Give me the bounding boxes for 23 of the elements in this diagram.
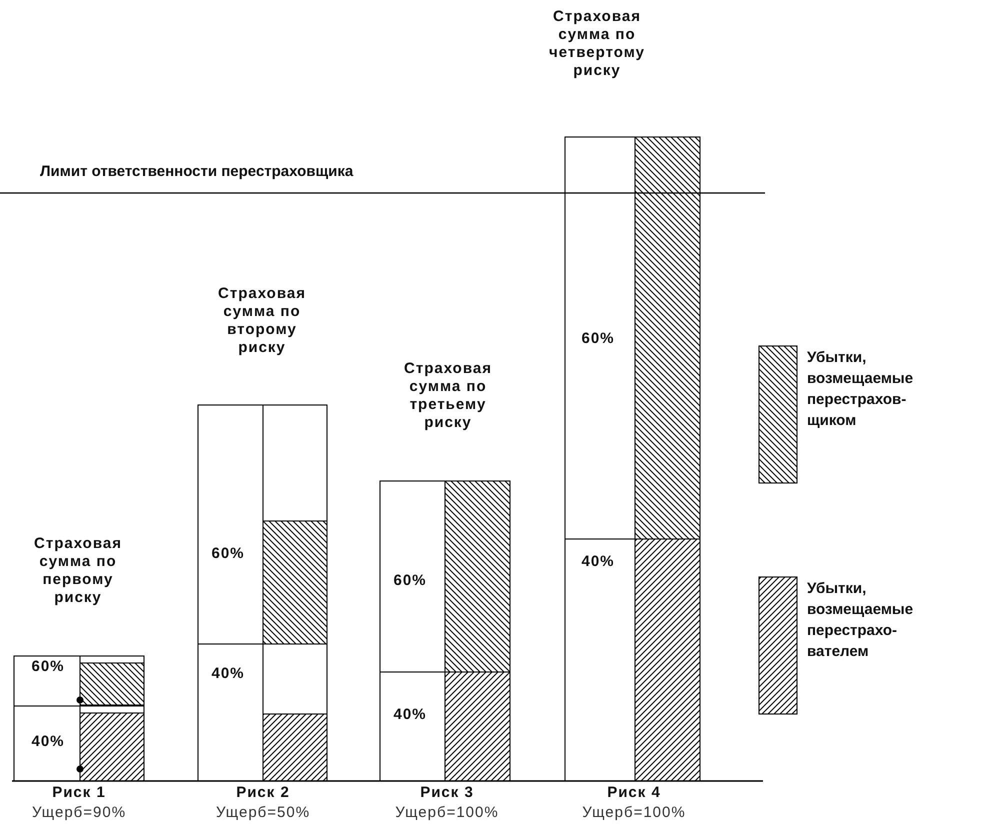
damage-label: Ущерб=90% xyxy=(30,804,128,822)
legend-label: Убытки, возмещаемые перестрахо- вателем xyxy=(807,579,914,662)
risk-label: Риск 2 xyxy=(235,784,291,802)
damage-label: Ущерб=100% xyxy=(394,804,500,822)
bar-caption: Страховая сумма по первому риску xyxy=(33,535,123,607)
damage-label: Ущерб=100% xyxy=(581,804,687,822)
bar-caption: Страховая сумма по третьему риску xyxy=(403,360,493,432)
limit-label: Лимит ответственности перестраховщика xyxy=(40,163,354,181)
risk-label: Риск 3 xyxy=(419,784,475,802)
bar-caption: Страховая сумма по четвертому риску xyxy=(548,8,646,80)
percent-label: 40% xyxy=(210,665,246,683)
risk-label: Риск 4 xyxy=(606,784,662,802)
percent-label: 40% xyxy=(392,706,428,724)
legend-label: Убытки, возмещаемые перестрахов- щиком xyxy=(807,348,914,431)
percent-label: 60% xyxy=(580,330,616,348)
risk-label: Риск 1 xyxy=(51,784,107,802)
percent-label: 60% xyxy=(30,658,66,676)
bar-caption: Страховая сумма по второму риску xyxy=(217,285,307,357)
damage-label: Ущерб=50% xyxy=(214,804,312,822)
percent-label: 40% xyxy=(580,553,616,571)
percent-label: 60% xyxy=(392,572,428,590)
percent-label: 60% xyxy=(210,545,246,563)
percent-label: 40% xyxy=(30,733,66,751)
